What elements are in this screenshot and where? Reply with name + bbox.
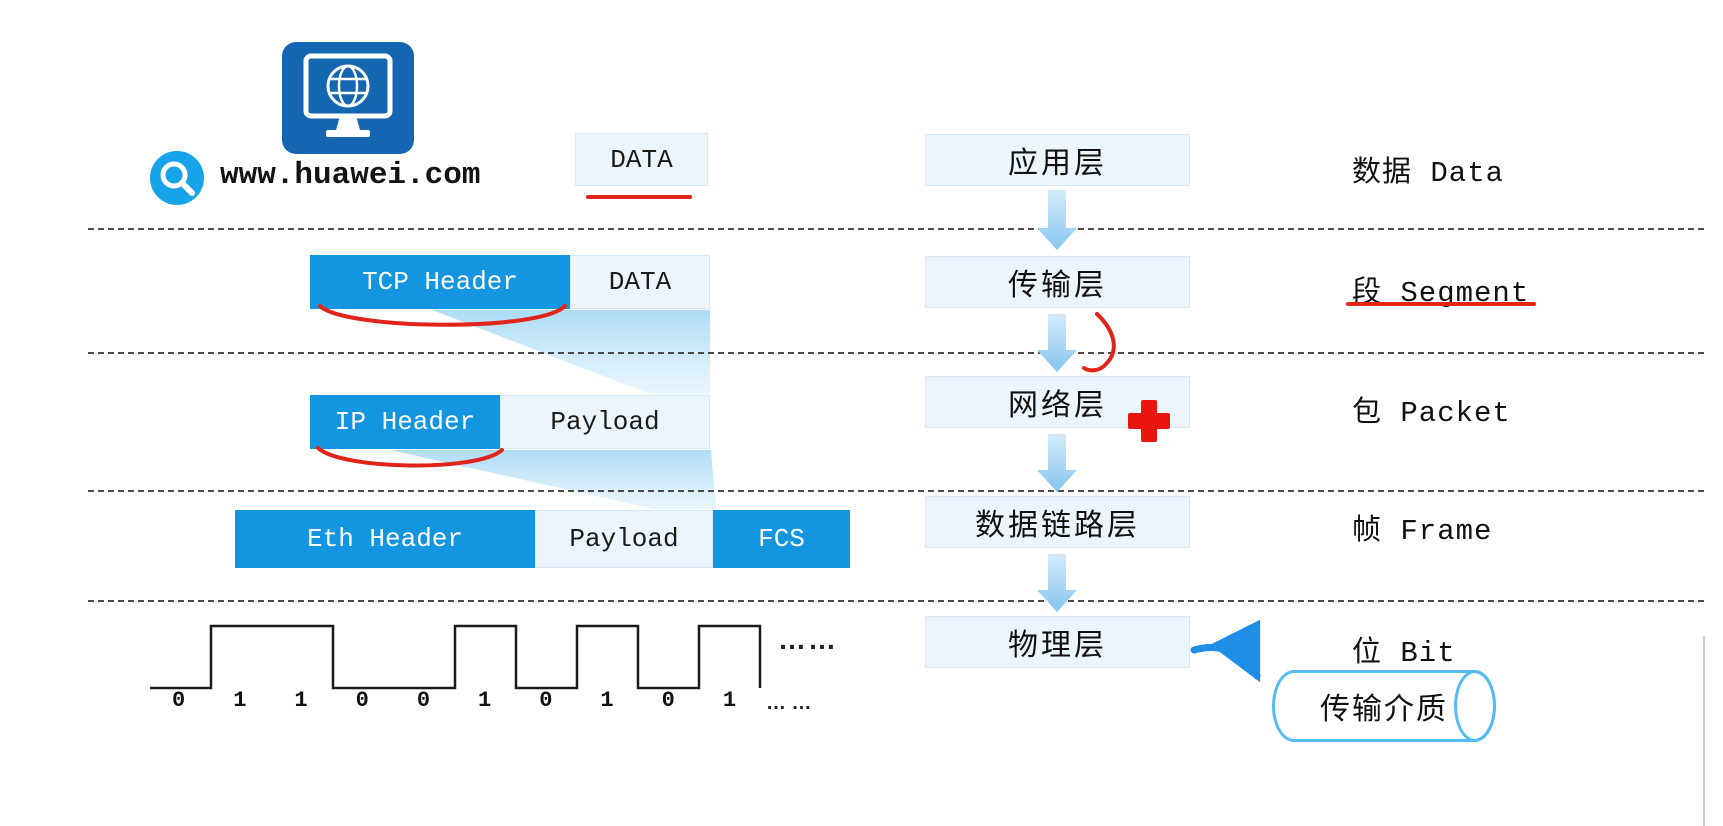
bit-waveform [150,624,762,690]
bit-value: 1 [294,688,308,713]
application-data-box: DATA [575,133,708,186]
bit-value: 0 [539,688,553,713]
eth-header-box: Eth Header [235,510,535,568]
transmission-medium-cylinder: 传输介质 [1272,670,1496,742]
slide-edge-line [1703,636,1705,826]
fcs-box: FCS [713,510,850,568]
bit-value: 1 [722,688,737,713]
magnifier-glyph [160,161,195,196]
ip-header-box: IP Header [310,395,500,449]
bit-value: 0 [355,688,369,713]
medium-label: 传输介质 [1320,693,1448,726]
ip-to-eth-funnel [390,450,716,509]
layer-box-application: 应用层 [925,134,1190,186]
tcp-header-box: TCP Header [310,255,570,309]
layer-separator-4 [88,600,1704,602]
bit-value: 0 [172,688,186,713]
computer-globe-graphic [303,53,393,137]
red-cross-icon [1128,400,1170,442]
ip-payload-box: Payload [500,395,710,449]
layer-arrow-4 [1037,554,1077,612]
layer-arrow-1 [1037,190,1077,250]
physical-to-medium-arrow [1190,619,1261,683]
layer-separator-2 [88,352,1704,354]
bit-value: 1 [478,688,492,713]
pdu-label-packet: 包 Packet [1352,397,1511,430]
layer-arrow-2 [1037,314,1077,372]
search-icon [150,151,204,205]
eth-payload-box: Payload [535,510,713,568]
bit-value: 1 [233,688,247,713]
layer-box-datalink: 数据链路层 [925,496,1190,548]
pdu-label-data: 数据 Data [1352,157,1505,190]
bit-sequence: 0 1 1 0 0 1 0 1 0 1 [148,688,760,713]
layer-separator-3 [88,490,1704,492]
bit-value: 1 [600,688,614,713]
cylinder-end-ellipse [1454,670,1496,742]
pdu-label-bit: 位 Bit [1352,637,1456,670]
layer-arrow-3 [1037,434,1077,492]
red-curve-ip-header [316,446,504,468]
layer-separator-1 [88,228,1704,230]
computer-globe-icon [282,42,414,154]
pdu-label-frame: 帧 Frame [1352,515,1493,548]
bit-value: 0 [661,688,675,713]
layer-box-physical: 物理层 [925,616,1190,668]
red-check-mark [1082,312,1116,373]
tcp-data-box: DATA [570,255,710,309]
pdu-label-segment: 段 Segment [1352,277,1530,310]
website-url: www.huawei.com [220,158,481,193]
waveform-line [150,624,762,690]
bit-value: 0 [416,688,431,713]
bits-ellipsis: … … [766,692,812,714]
layer-box-transport: 传输层 [925,256,1190,308]
wave-ellipsis: …… [778,624,838,655]
